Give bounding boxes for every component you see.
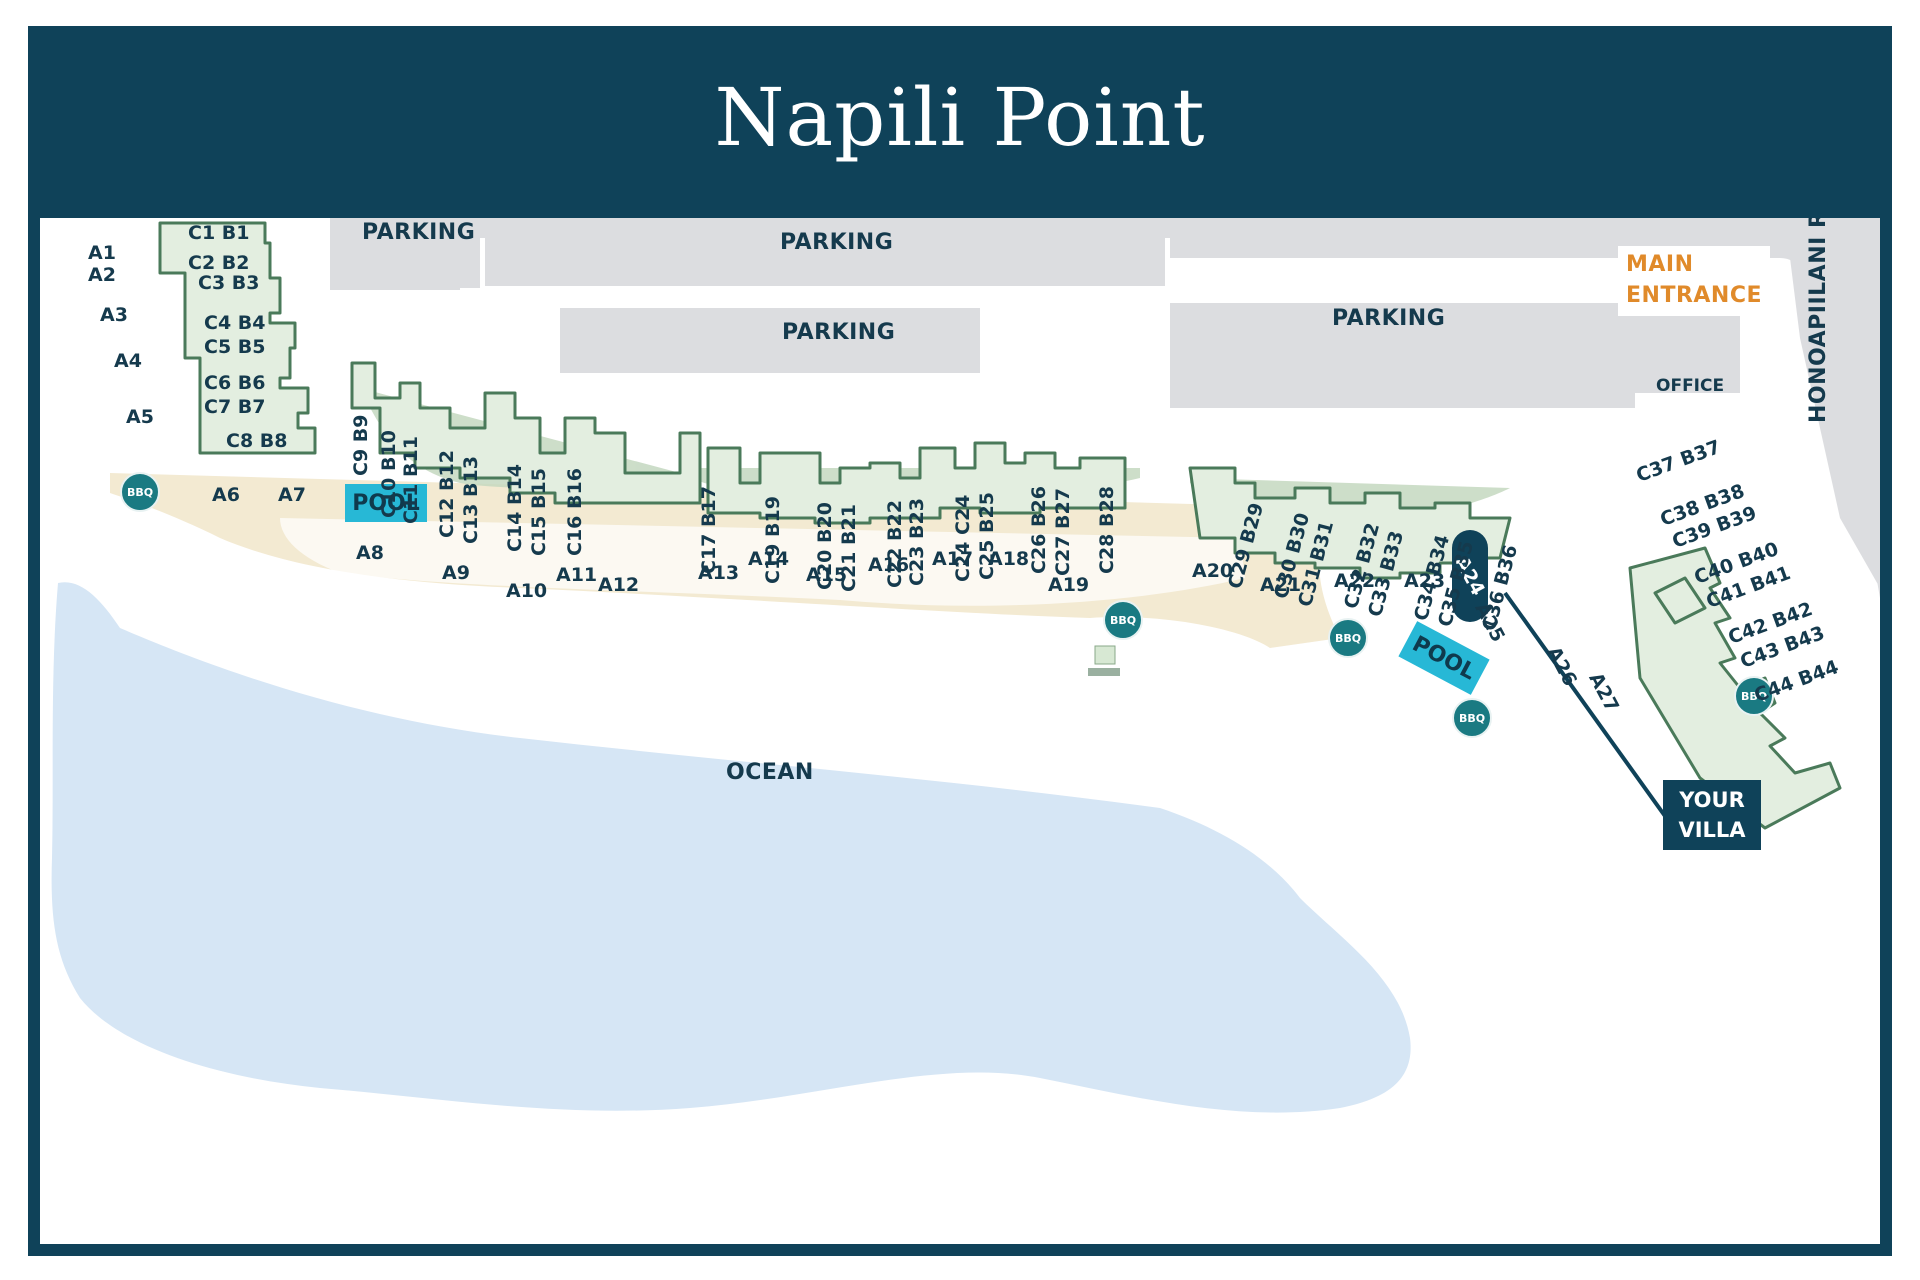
unit-c16: C16 B16 <box>564 468 586 556</box>
building-c17-c28 <box>706 441 1127 525</box>
unit-a1: A1 <box>88 242 116 264</box>
unit-c20: C20 B20 <box>814 502 836 590</box>
unit-c4: C4 B4 <box>204 312 266 334</box>
bbq-icon-4: BBQ <box>1452 698 1492 738</box>
resort-map: PARKING PARKING PARKING PARKING MAIN ENT… <box>40 218 1880 1244</box>
lounge-chair-icon <box>1094 645 1116 665</box>
unit-c28: C28 B28 <box>1096 486 1118 574</box>
unit-a21: A21 <box>1260 574 1302 596</box>
unit-c14: C14 B14 <box>504 464 526 552</box>
unit-a2: A2 <box>88 264 116 286</box>
bbq-icon-3: BBQ <box>1328 618 1368 658</box>
unit-a8: A8 <box>356 542 384 564</box>
parking-label-4: PARKING <box>1332 306 1446 331</box>
building-c29-c36 <box>1188 466 1512 580</box>
page-title: Napili Point <box>714 70 1206 164</box>
unit-c26: C26 B26 <box>1028 486 1050 574</box>
header-banner: Napili Point <box>28 26 1892 218</box>
unit-c22: C22 B22 <box>884 500 906 588</box>
unit-c24: C24 C24 <box>952 494 974 582</box>
villa-pointer-line <box>1503 591 1672 825</box>
parking-lot-2 <box>485 218 1165 286</box>
unit-a15: A15 <box>806 564 848 586</box>
unit-a16: A16 <box>868 554 910 576</box>
ocean-area <box>51 582 1411 1113</box>
ocean-label: OCEAN <box>726 760 814 785</box>
parking-label-3: PARKING <box>782 320 896 345</box>
unit-c17: C17 B17 <box>698 486 720 574</box>
unit-c25: C25 B25 <box>976 492 998 580</box>
unit-c1: C1 B1 <box>188 222 250 244</box>
unit-a10: A10 <box>506 580 548 602</box>
unit-a19: A19 <box>1048 574 1090 596</box>
unit-a5: A5 <box>126 406 154 428</box>
unit-c15: C15 B15 <box>528 468 550 556</box>
bbq-icon-2: BBQ <box>1103 600 1143 640</box>
bbq-icon-5: BBQ <box>1734 676 1774 716</box>
unit-a18: A18 <box>988 548 1030 570</box>
unit-a20: A20 <box>1192 560 1234 582</box>
parking-lot-4 <box>1170 313 1635 408</box>
sand-path <box>280 518 1245 606</box>
main-entrance-line1: MAIN <box>1626 252 1694 277</box>
unit-a6: A6 <box>212 484 240 506</box>
parking-divider <box>570 288 1000 302</box>
road-label: HONOAPIILANI ROAD <box>1806 218 1831 423</box>
unit-a4: A4 <box>114 350 142 372</box>
unit-c6: C6 B6 <box>204 372 266 394</box>
unit-c8: C8 B8 <box>226 430 288 452</box>
building-office <box>1653 576 1707 625</box>
unit-a17: A17 <box>932 548 974 570</box>
parking-label-1: PARKING <box>362 220 476 245</box>
parking-lot-3 <box>560 308 980 373</box>
bbq-icon-1: BBQ <box>120 472 160 512</box>
parking-lot-1 <box>330 218 460 290</box>
unit-c27: C27 B27 <box>1052 488 1074 576</box>
unit-a7: A7 <box>278 484 306 506</box>
unit-c9: C9 B9 <box>350 414 372 476</box>
unit-a23: A23 <box>1404 570 1446 592</box>
unit-a22: A22 <box>1334 570 1376 592</box>
unit-c3: C3 B3 <box>198 272 260 294</box>
unit-c23: C23 B23 <box>906 498 928 586</box>
building-c1-c8 <box>158 221 317 455</box>
unit-c19: C19 B19 <box>762 496 784 584</box>
unit-c11: C11 B11 <box>400 436 422 524</box>
unit-c2: C2 B2 <box>188 252 250 274</box>
unit-a24-highlight: A24 <box>1451 530 1489 622</box>
your-villa-callout: YOUR VILLA <box>1663 780 1761 850</box>
unit-c10: C10 B10 <box>378 430 400 518</box>
your-villa-line1: YOUR <box>1679 787 1745 812</box>
unit-a9: A9 <box>442 562 470 584</box>
your-villa-line2: VILLA <box>1678 818 1746 842</box>
building-c9-c16 <box>350 361 702 505</box>
unit-c5: C5 B5 <box>204 336 266 358</box>
unit-a14: A14 <box>748 548 790 570</box>
unit-c12: C12 B12 <box>436 450 458 538</box>
main-entrance-label: MAIN ENTRANCE <box>1618 246 1770 316</box>
map-base <box>51 218 1880 1113</box>
pool-1: POOL <box>345 484 427 522</box>
lounge-bench-icon <box>1088 668 1120 676</box>
main-entrance-line2: ENTRANCE <box>1626 282 1762 308</box>
unit-c7: C7 B7 <box>204 396 266 418</box>
unit-a13: A13 <box>698 562 740 584</box>
unit-a12: A12 <box>598 574 640 596</box>
unit-a3: A3 <box>100 304 128 326</box>
road-strip <box>1785 218 1880 588</box>
parking-label-2: PARKING <box>780 230 894 255</box>
unit-c21: C21 B21 <box>838 504 860 592</box>
office-label: OFFICE <box>1656 376 1725 396</box>
unit-c13: C13 B13 <box>460 456 482 544</box>
unit-a11: A11 <box>556 564 598 586</box>
